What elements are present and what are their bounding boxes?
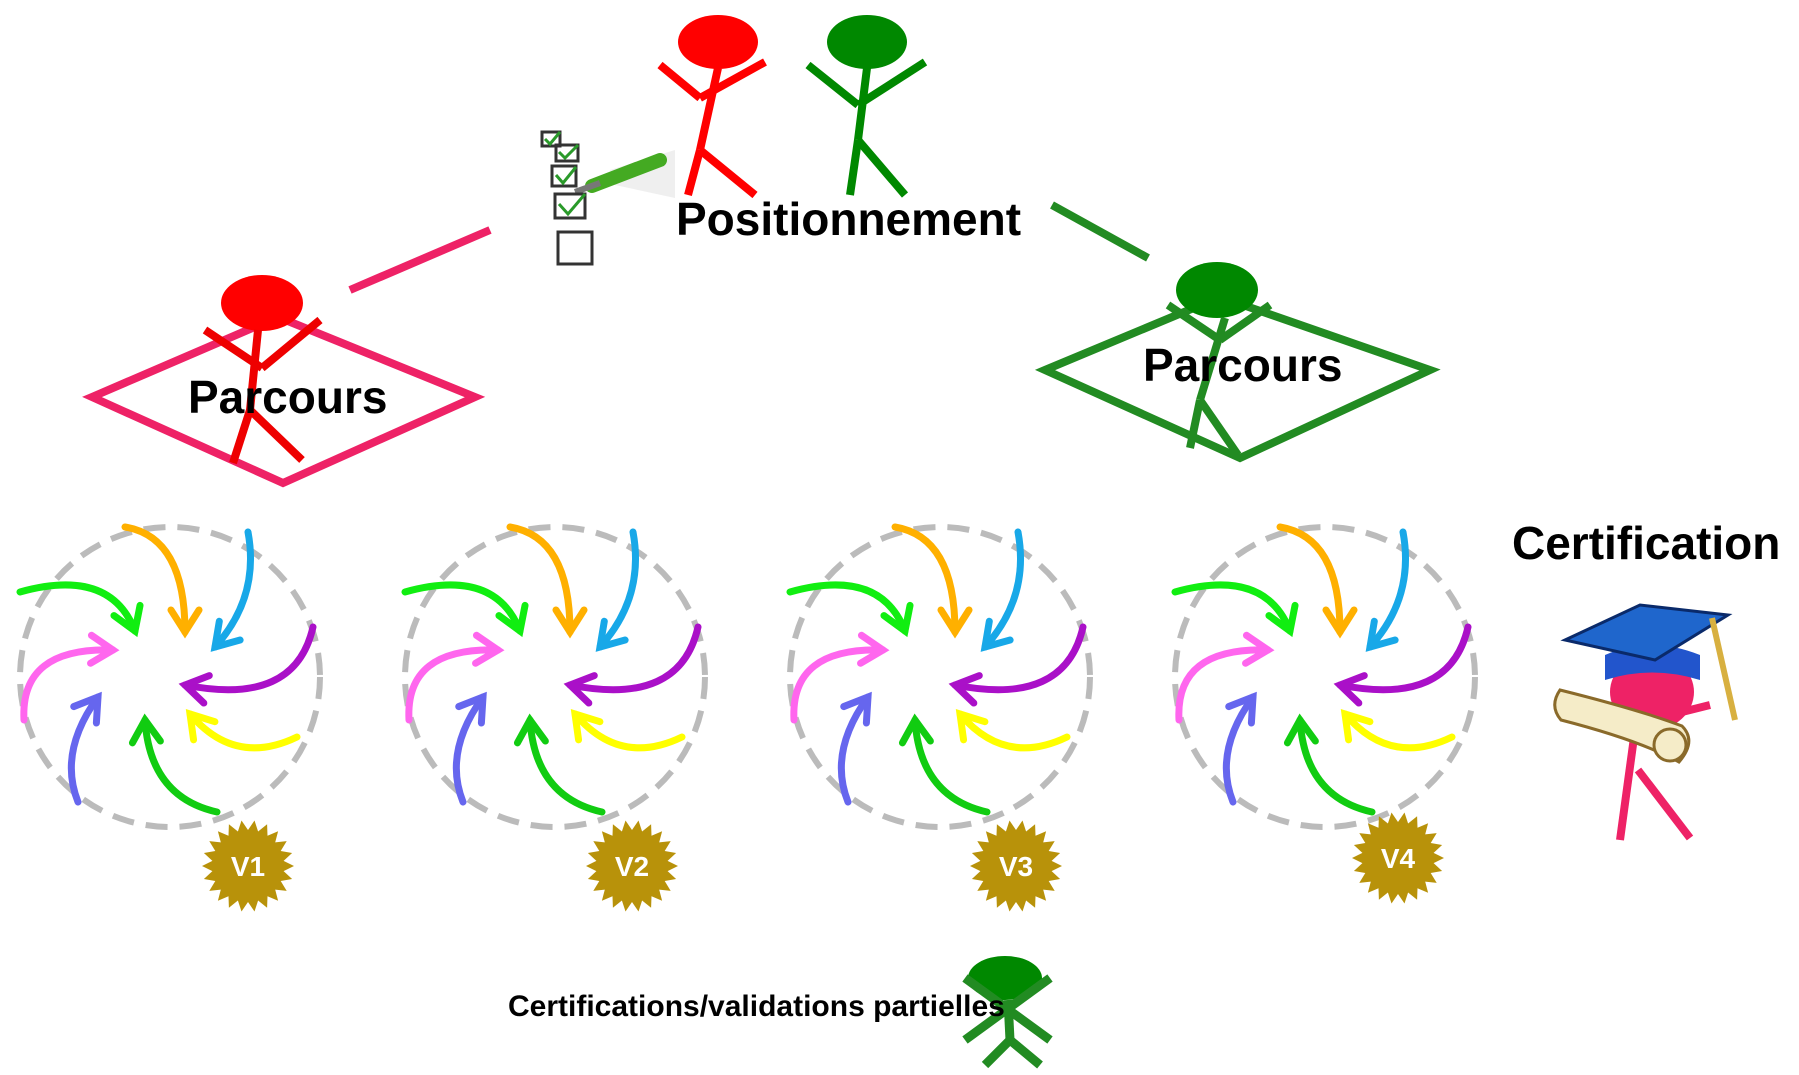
module-wheels: V1 V2 V3 V4 <box>16 523 1478 912</box>
arrow-icon <box>16 581 139 635</box>
arrow-head-icon <box>1333 672 1368 707</box>
arrow-head-icon <box>1265 601 1299 638</box>
parcours-left-diamond <box>82 312 486 488</box>
arrow-icon <box>67 693 102 806</box>
arrow-head-icon <box>1340 709 1374 744</box>
connector-left <box>348 226 492 294</box>
seal-badge-icon <box>1352 812 1444 904</box>
partial-certifications-label: Certifications/validations partielles <box>508 990 1005 1023</box>
person-left-icon <box>202 275 323 465</box>
arrow-icon <box>1276 523 1344 636</box>
arrow-head-icon <box>898 713 934 747</box>
arrow-icon <box>790 646 887 724</box>
arrow-head-icon <box>1225 691 1257 727</box>
arrow-icon <box>981 528 1024 651</box>
module-circle <box>402 524 708 830</box>
arrow-head-icon <box>110 601 144 638</box>
arrow-icon <box>211 528 254 651</box>
green-person-icon <box>805 15 928 198</box>
arrow-icon <box>837 693 872 806</box>
arrow-icon <box>891 523 959 636</box>
arrow-head-icon <box>948 672 983 707</box>
parcours-right-label: Parcours <box>1143 339 1343 391</box>
parcours-left-label: Parcours <box>188 371 388 423</box>
arrow-head-icon <box>980 617 1014 652</box>
bottom-green-person-icon <box>962 956 1053 1069</box>
arrow-icon <box>1366 528 1409 651</box>
arrow-head-icon <box>87 631 120 667</box>
arrow-icon <box>786 581 909 635</box>
arrow-icon <box>181 623 317 694</box>
positionnement-label: Positionnement <box>676 193 1022 245</box>
parcours-right-diamond <box>1034 292 1441 463</box>
arrow-head-icon <box>857 631 890 667</box>
arrow-icon <box>1222 693 1257 806</box>
arrow-head-icon <box>178 672 213 707</box>
checklist-icon <box>540 130 675 266</box>
arrow-icon <box>1171 581 1294 635</box>
arrow-head-icon <box>1365 617 1399 652</box>
arrow-head-icon <box>185 709 219 744</box>
badge-label: V3 <box>999 851 1033 882</box>
arrow-head-icon <box>1283 713 1319 747</box>
arrow-icon <box>911 716 991 816</box>
arrow-icon <box>1341 710 1456 752</box>
module-circle <box>787 524 1093 830</box>
arrow-icon <box>1296 716 1376 816</box>
arrow-icon <box>596 528 639 651</box>
arrow-icon <box>951 623 1087 694</box>
arrow-head-icon <box>210 617 244 652</box>
arrow-icon <box>401 581 524 635</box>
module-circle <box>17 524 323 830</box>
arrow-head-icon <box>128 713 164 747</box>
arrow-icon <box>452 693 487 806</box>
arrow-head-icon <box>513 713 549 747</box>
connector-right <box>1050 201 1150 262</box>
arrow-icon <box>956 710 1071 752</box>
arrow-icon <box>1336 623 1472 694</box>
seal-badge-icon <box>586 820 678 912</box>
arrow-icon <box>1175 646 1272 724</box>
arrow-head-icon <box>495 601 529 638</box>
arrow-head-icon <box>70 691 102 727</box>
arrow-icon <box>526 716 606 816</box>
arrow-icon <box>405 646 502 724</box>
arrow-head-icon <box>1242 631 1275 667</box>
arrow-head-icon <box>552 606 588 639</box>
arrow-head-icon <box>955 709 989 744</box>
module-wheel: V4 <box>1171 523 1478 904</box>
arrow-icon <box>566 623 702 694</box>
module-wheel: V2 <box>401 523 708 912</box>
badge-label: V4 <box>1381 843 1416 874</box>
arrow-icon <box>506 523 574 636</box>
arrow-head-icon <box>1322 606 1358 639</box>
arrow-icon <box>571 710 686 752</box>
module-circle <box>1172 524 1478 830</box>
arrow-icon <box>121 523 189 636</box>
module-wheel: V1 <box>16 523 323 912</box>
arrow-head-icon <box>937 606 973 639</box>
badge-label: V2 <box>615 851 649 882</box>
seal-badge-icon <box>970 820 1062 912</box>
module-wheel: V3 <box>786 523 1093 912</box>
certification-label: Certification <box>1512 517 1781 569</box>
red-person-icon <box>657 15 767 199</box>
seal-badge-icon <box>202 820 294 912</box>
arrow-head-icon <box>563 672 598 707</box>
arrow-head-icon <box>455 691 487 727</box>
arrow-icon <box>20 646 117 724</box>
badge-label: V1 <box>231 851 265 882</box>
arrow-head-icon <box>880 601 914 638</box>
graduate-icon <box>1553 603 1738 841</box>
arrow-head-icon <box>595 617 629 652</box>
arrow-head-icon <box>472 631 505 667</box>
arrow-icon <box>186 710 301 752</box>
arrow-head-icon <box>840 691 872 727</box>
arrow-icon <box>141 716 221 816</box>
arrow-head-icon <box>570 709 604 744</box>
arrow-head-icon <box>167 606 203 639</box>
person-right-icon <box>1165 262 1273 458</box>
